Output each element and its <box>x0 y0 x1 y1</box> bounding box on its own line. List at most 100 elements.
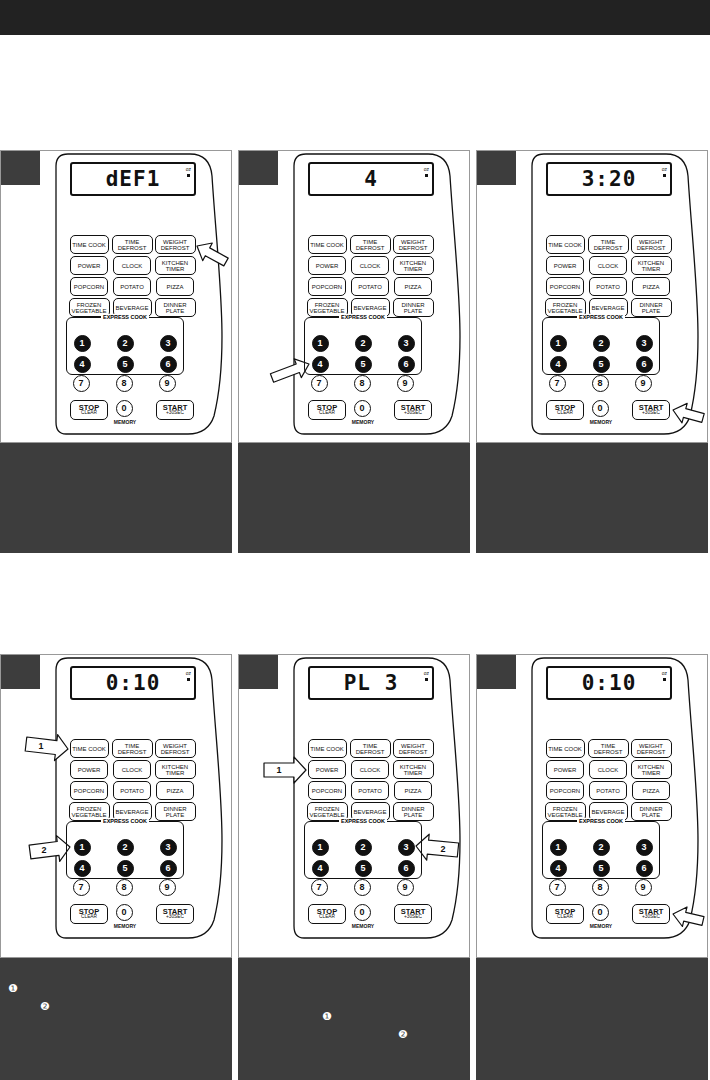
button-number: 8 <box>359 882 364 892</box>
number-button: 4 <box>74 356 91 373</box>
button-sublabel: +30SEC <box>404 411 422 416</box>
control-button: STOPCLEAR <box>308 400 346 420</box>
button-label: BEVERAGE <box>591 305 624 311</box>
group-label-holder: EXPRESS COOK <box>543 314 659 321</box>
number-button: 5 <box>117 356 134 373</box>
callout-number: 2 <box>439 844 446 854</box>
button-number: 9 <box>402 378 407 388</box>
keypad-button: TIME COOK <box>308 739 347 758</box>
button-label: TIME COOK <box>72 242 106 248</box>
button-label: FROZEN VEGETABLE <box>70 806 109 818</box>
button-number: 6 <box>641 863 646 873</box>
number-button: 5 <box>117 860 134 877</box>
number-button: 1 <box>74 839 91 856</box>
button-label: DINNER PLATE <box>156 302 195 314</box>
display-screen: 0:10oz <box>70 666 196 700</box>
step-tab <box>477 151 516 185</box>
pointer-arrow <box>29 836 70 862</box>
callout-number: 2 <box>41 845 48 855</box>
keypad-button: DINNER PLATE <box>393 298 434 317</box>
number-button: 1 <box>74 335 91 352</box>
button-label: PIZZA <box>642 788 659 794</box>
button-sublabel: CLEAR <box>81 411 97 416</box>
caption-box <box>476 443 708 553</box>
keypad-outline <box>532 658 698 938</box>
unit-indicator: oz <box>186 166 191 172</box>
group-label-holder: EXPRESS COOK <box>305 314 421 321</box>
button-number: 3 <box>165 338 170 348</box>
button-label: TIME DEFROST <box>589 743 628 755</box>
display-readout: 3:20 <box>582 167 637 191</box>
group-label-holder: EXPRESS COOK <box>67 314 183 321</box>
group-label: EXPRESS COOK <box>101 314 149 320</box>
button-label: POWER <box>554 767 577 773</box>
button-label: POTATO <box>358 788 382 794</box>
keypad-button: POPCORN <box>308 277 346 296</box>
button-label: WEIGHT DEFROST <box>156 743 195 755</box>
number-button: 4 <box>550 860 567 877</box>
number-button: 2 <box>593 335 610 352</box>
pointer-arrow <box>416 834 459 860</box>
button-caption: MEMORY <box>581 923 622 929</box>
display-screen: 0:10oz <box>546 666 672 700</box>
keypad-button: POTATO <box>113 781 151 800</box>
number-button: 4 <box>312 356 329 373</box>
group-label-holder: EXPRESS COOK <box>305 818 421 825</box>
keypad-button: POPCORN <box>546 781 584 800</box>
button-label: POPCORN <box>312 284 342 290</box>
button-label: KITCHEN TIMER <box>632 764 671 776</box>
control-button: STOPCLEAR <box>546 400 584 420</box>
button-label: TIME DEFROST <box>589 239 628 251</box>
button-label: BEVERAGE <box>115 305 148 311</box>
caption-box <box>0 443 232 553</box>
button-label: TIME COOK <box>310 242 344 248</box>
button-label: FROZEN VEGETABLE <box>70 302 109 314</box>
button-label: PIZZA <box>166 788 183 794</box>
button-number: 2 <box>598 338 603 348</box>
button-label: BEVERAGE <box>353 809 386 815</box>
keypad-button: TIME COOK <box>70 739 109 758</box>
button-label: START <box>401 404 425 412</box>
keypad-button: KITCHEN TIMER <box>631 256 672 275</box>
button-number: 7 <box>78 882 83 892</box>
button-number: 9 <box>640 882 645 892</box>
button-label: KITCHEN TIMER <box>394 260 433 272</box>
number-button: 9 <box>635 879 652 896</box>
button-label: STOP <box>555 404 575 412</box>
step-tab <box>1 655 40 689</box>
button-label: TIME COOK <box>548 746 582 752</box>
number-button: 9 <box>159 879 176 896</box>
button-label: DINNER PLATE <box>632 806 671 818</box>
keypad-button: POPCORN <box>308 781 346 800</box>
number-button: 1 <box>312 839 329 856</box>
number-button: 5 <box>593 356 610 373</box>
group-label-holder: EXPRESS COOK <box>543 818 659 825</box>
number-button: 8 <box>116 879 133 896</box>
keypad-button: TIME DEFROST <box>112 235 153 254</box>
number-button: 0MEMORY <box>592 904 609 921</box>
button-caption: MEMORY <box>581 419 622 425</box>
number-button: 3 <box>160 839 177 856</box>
button-number: 1 <box>79 842 84 852</box>
step-marker: ❶ <box>8 982 18 995</box>
keypad-button: POWER <box>546 256 584 275</box>
button-number: 5 <box>122 863 127 873</box>
number-button: 5 <box>355 860 372 877</box>
keypad-button: DINNER PLATE <box>631 298 672 317</box>
display-readout: PL 3 <box>344 671 399 695</box>
button-number: 7 <box>316 378 321 388</box>
keypad-button: PIZZA <box>394 277 432 296</box>
keypad-button: WEIGHT DEFROST <box>155 235 196 254</box>
step-panel <box>477 655 708 958</box>
keypad-button: WEIGHT DEFROST <box>631 739 672 758</box>
button-number: 3 <box>165 842 170 852</box>
group-label: EXPRESS COOK <box>577 818 625 824</box>
number-button: 3 <box>636 839 653 856</box>
button-sublabel: CLEAR <box>319 411 335 416</box>
button-number: 0 <box>121 907 126 917</box>
button-label: STOP <box>555 908 575 916</box>
number-button: 8 <box>116 375 133 392</box>
keypad-button: PIZZA <box>156 277 194 296</box>
callout-number: 1 <box>275 765 282 775</box>
button-label: CLOCK <box>360 263 381 269</box>
